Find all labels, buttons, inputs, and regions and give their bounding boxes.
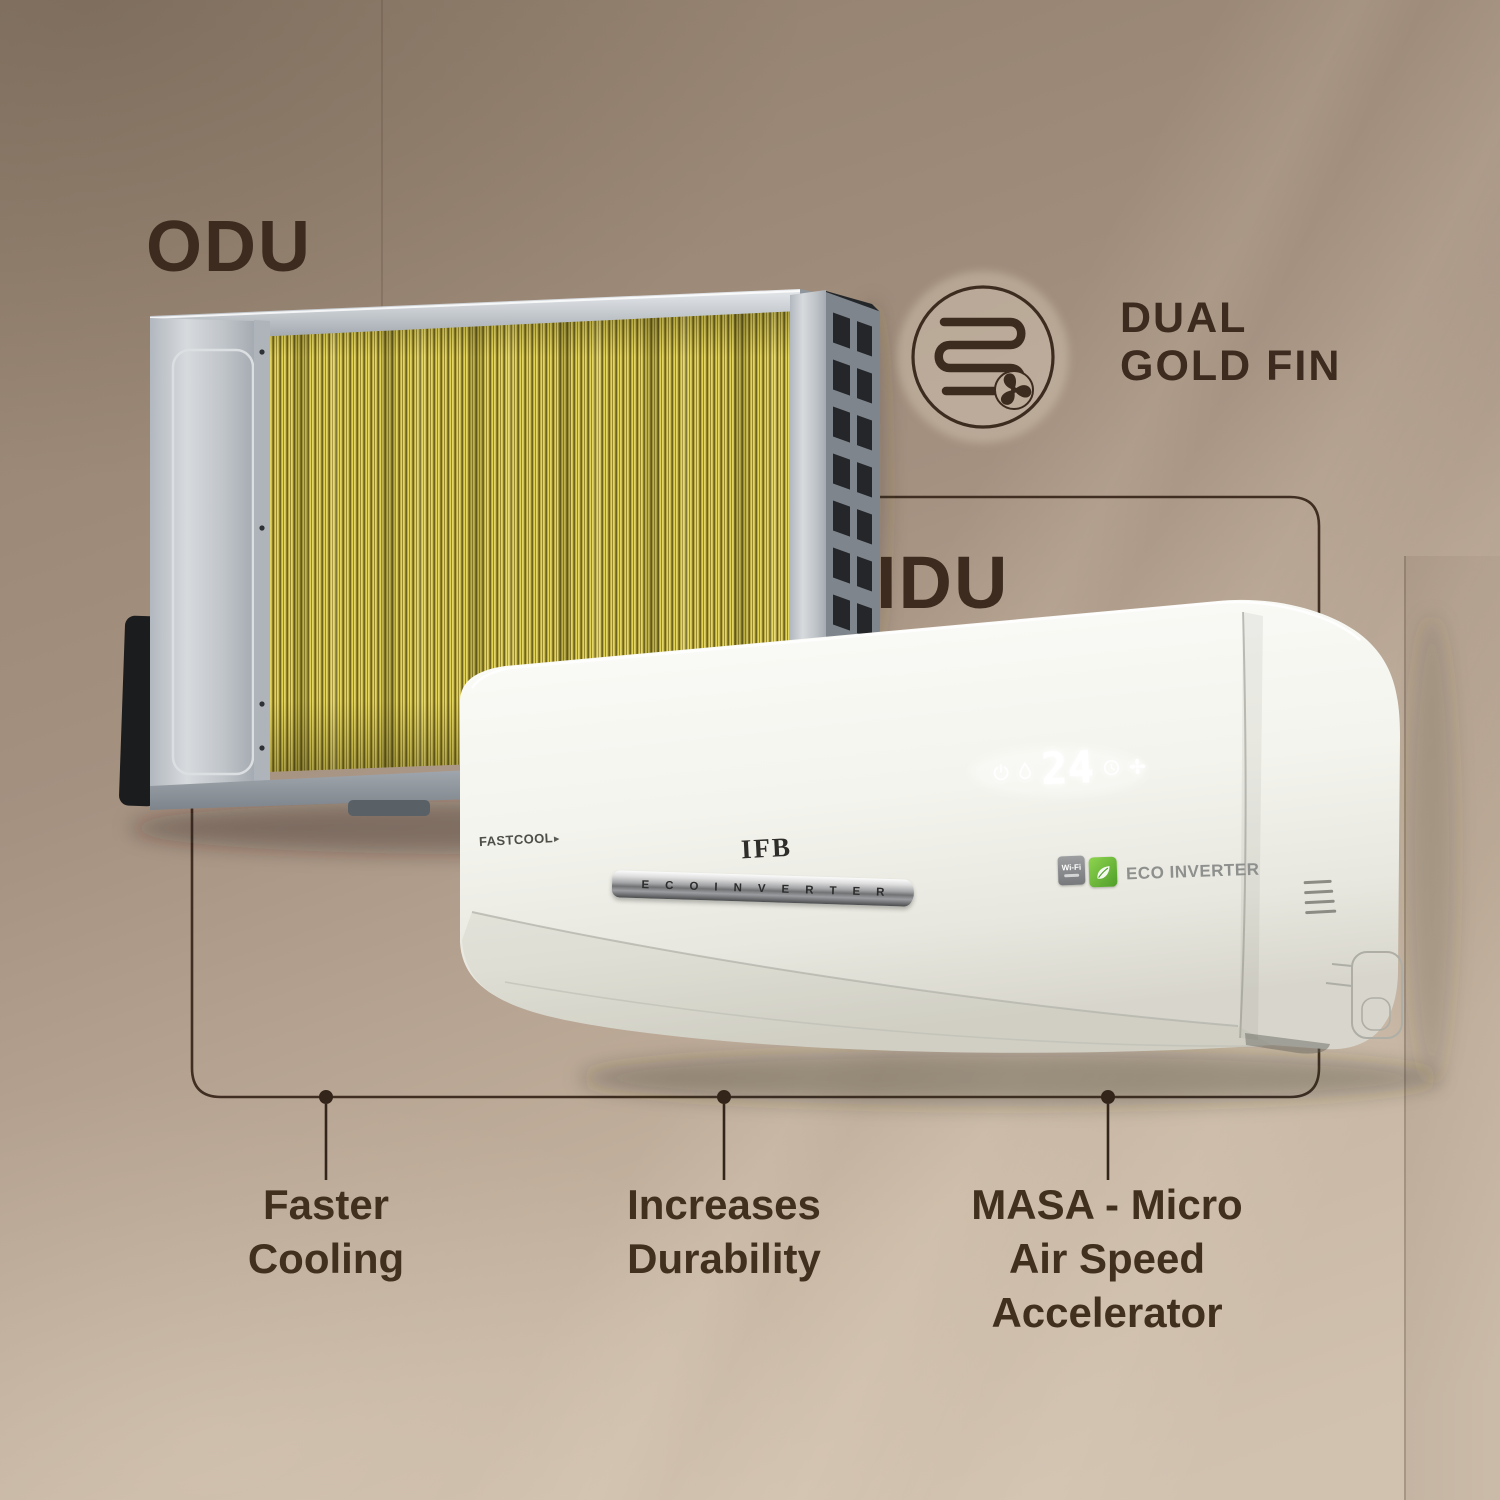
ecoinverter-strip-text: ECOINVERTER — [641, 878, 901, 899]
odu-left-panel-inset — [171, 348, 255, 776]
leaf-icon — [1097, 865, 1110, 879]
idu-display-glow — [970, 746, 1146, 798]
odu-label: ODU — [146, 207, 312, 287]
idu-outlet-slot — [1245, 1033, 1330, 1054]
callout-line: Durability — [627, 1234, 821, 1282]
eco-leaf-badge — [1088, 856, 1118, 888]
odu-left-panel — [150, 318, 254, 806]
idu-endcap-seam — [1239, 611, 1247, 1039]
idu-wall-shadow — [1408, 615, 1456, 1085]
odu-top-highlight — [149, 290, 801, 319]
callout-line: Increases — [627, 1181, 821, 1228]
callout-increases-durability: Increases Durability — [544, 1178, 904, 1286]
odu-side-grille — [826, 292, 880, 670]
callout-faster-cooling: Faster Cooling — [166, 1178, 486, 1286]
screw-icon — [259, 745, 265, 751]
screw-icon — [259, 701, 265, 707]
idu-air-flap — [462, 912, 1272, 1053]
screw-icon — [259, 349, 265, 355]
fan-icon — [994, 370, 1034, 410]
feature-badge-line1: DUAL — [1120, 294, 1248, 342]
timer-icon — [1103, 758, 1121, 776]
ifb-logo: IFB — [740, 831, 793, 865]
wall-seam-top-left — [381, 0, 383, 330]
temperature-readout: 24 — [1039, 741, 1096, 796]
wifi-badge-bar — [1064, 873, 1080, 878]
feature-badge-line2: GOLD FIN — [1120, 342, 1342, 391]
idu-body — [460, 599, 1400, 1053]
idu-endcap-shade — [1240, 612, 1263, 1040]
badge-ring — [911, 285, 1055, 429]
callout-line: Air Speed — [1008, 1234, 1206, 1282]
idu-unit — [460, 599, 1456, 1106]
power-icon — [993, 763, 1010, 782]
arrow-icon: ▸ — [553, 832, 561, 846]
idu-pipe-cover — [1325, 951, 1403, 1039]
fan-icon — [1129, 757, 1147, 775]
feature-badge-text: DUAL GOLD FIN — [1120, 294, 1341, 390]
feature-badge — [897, 271, 1069, 443]
idu-vent-grille — [1303, 879, 1337, 915]
idu-panel-seam — [471, 911, 1239, 1027]
drop-icon — [1018, 761, 1033, 781]
idu-top-highlight — [470, 600, 1361, 689]
callout-markers — [319, 1090, 1115, 1180]
callout-dot — [1101, 1090, 1115, 1104]
screw-icon — [259, 525, 265, 531]
idu-shadow — [580, 1050, 1440, 1106]
callout-masa: MASA - Micro Air Speed Accelerator — [926, 1178, 1288, 1339]
idu-display: 24 — [992, 741, 1147, 796]
wifi-badge: Wi-Fi — [1057, 855, 1086, 886]
odu-top-frame — [150, 289, 800, 342]
callout-line: Faster — [262, 1181, 390, 1228]
callout-line: Cooling — [247, 1234, 405, 1282]
callout-line: MASA - Micro — [971, 1181, 1243, 1228]
callout-dot — [319, 1090, 333, 1104]
wifi-badge-label: Wi-Fi — [1061, 862, 1082, 873]
wall-seam-right — [1404, 556, 1406, 1500]
idu-flap-seam — [504, 981, 1263, 1047]
idu-label: IDU — [876, 541, 1010, 624]
callout-dot — [717, 1090, 731, 1104]
odu-frame-strip — [254, 320, 270, 796]
callout-line: Accelerator — [991, 1288, 1223, 1336]
odu-foot — [348, 800, 430, 816]
